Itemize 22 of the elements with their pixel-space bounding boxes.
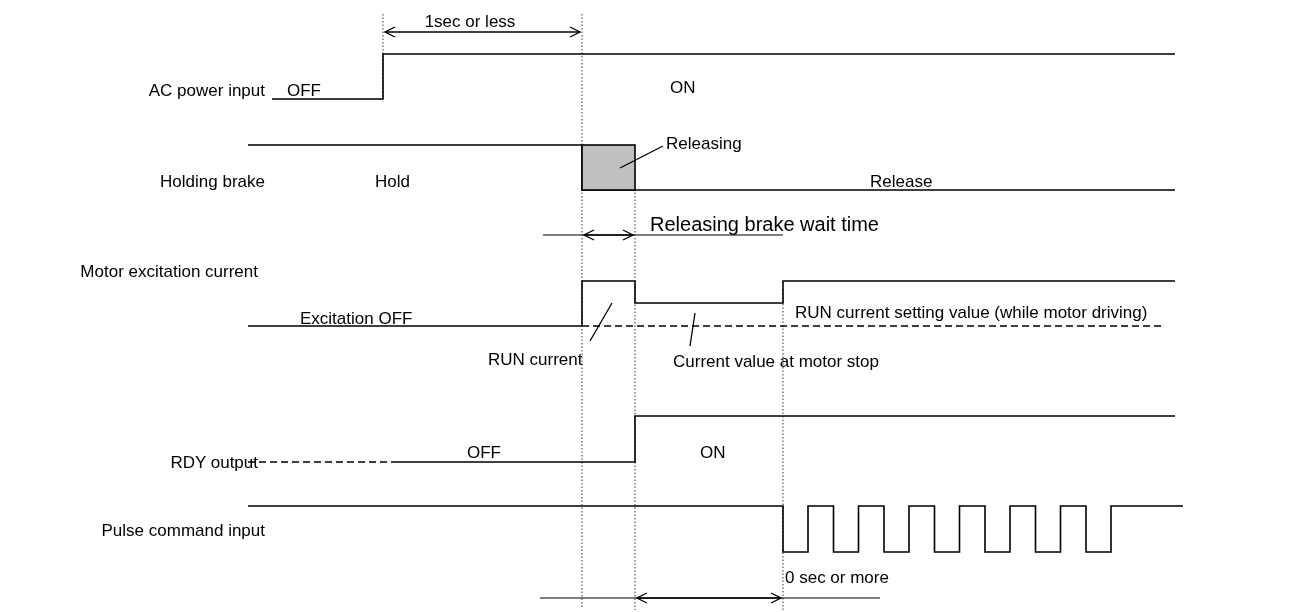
state-label: OFF bbox=[467, 443, 501, 463]
leader-line bbox=[689, 312, 696, 347]
state-label: OFF bbox=[287, 81, 321, 101]
state-label: Excitation OFF bbox=[300, 309, 413, 329]
state-label: ON bbox=[670, 78, 696, 98]
state-label: Hold bbox=[375, 172, 410, 192]
dimension-label: Releasing brake wait time bbox=[650, 214, 879, 234]
state-label: Release bbox=[870, 172, 933, 192]
signal-name: Motor excitation current bbox=[80, 262, 258, 282]
callout-label: Current value at motor stop bbox=[673, 352, 879, 372]
signal-name: RDY output bbox=[170, 453, 258, 473]
callout-label: RUN current bbox=[488, 350, 583, 370]
dimension-label: 0 sec or more bbox=[785, 568, 889, 588]
leader-line bbox=[589, 302, 613, 342]
leader-line bbox=[619, 145, 664, 169]
state-label: ON bbox=[700, 443, 726, 463]
signal-name: Holding brake bbox=[160, 172, 265, 192]
signal-name: AC power input bbox=[148, 81, 265, 101]
dimension-label: 1sec or less bbox=[424, 12, 516, 32]
level-label: RUN current setting value (while motor driving) bbox=[795, 303, 1148, 323]
callout-label: Releasing bbox=[666, 134, 742, 154]
signal-name: Pulse command input bbox=[101, 521, 265, 541]
